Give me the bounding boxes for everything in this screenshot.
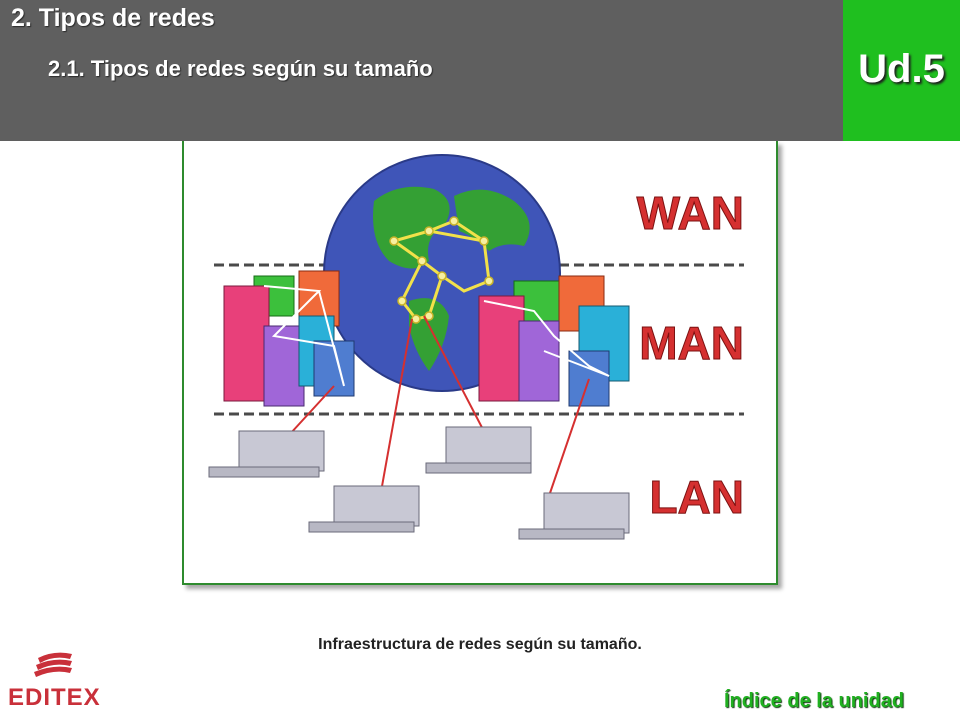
man-city-right: [478, 275, 630, 407]
unit-badge: Ud.5: [843, 0, 960, 141]
unit-index-link[interactable]: Índice de la unidad: [724, 690, 905, 712]
slide-subtitle: 2.1. Tipos de redes según su tamaño: [48, 56, 433, 81]
logo-text: EDITEX: [8, 684, 101, 711]
slide-header: 2. Tipos de redes 2.1. Tipos de redes se…: [0, 0, 843, 141]
wan-nodes: [389, 216, 494, 324]
book-stack-icon: [34, 652, 72, 677]
lan-label: LAN: [649, 471, 744, 523]
figure-caption: Infraestructura de redes según su tamaño…: [318, 636, 642, 653]
unit-label: Ud.5: [858, 47, 945, 91]
network-diagram: WAN MAN LAN: [208, 154, 745, 540]
network-figure: WAN MAN LAN: [182, 141, 778, 585]
man-label: MAN: [639, 317, 744, 369]
editex-logo: EDITEX: [8, 648, 108, 718]
man-city-left: [223, 270, 355, 407]
lan-servers: [208, 426, 630, 540]
slide-title: 2. Tipos de redes: [11, 4, 215, 32]
wan-label: WAN: [637, 187, 744, 239]
